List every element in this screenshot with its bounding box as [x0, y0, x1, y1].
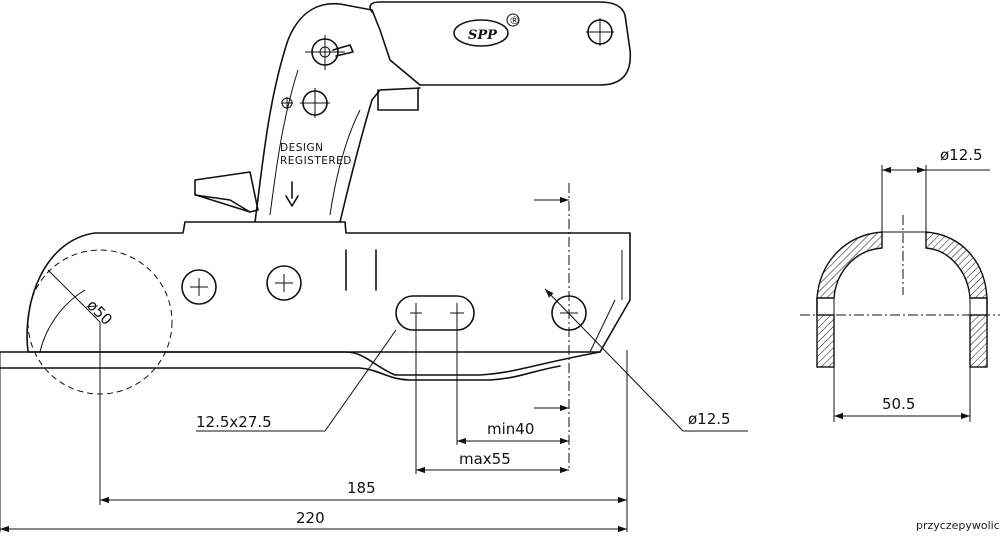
section-hole-dimension: ø12.5: [940, 146, 983, 164]
lever-holes: [281, 18, 614, 118]
down-arrow-icon: [285, 181, 299, 207]
svg-text:®: ®: [509, 14, 520, 27]
hole-dimension: ø12.5: [688, 410, 731, 428]
section-view: ø12.5 50.5: [800, 146, 1000, 422]
slot-dimension: 12.5x27.5: [196, 413, 272, 431]
body-holes: [181, 265, 587, 331]
max-dimension: max55: [459, 450, 511, 468]
dimension-lines: 12.5x27.5 ø12.5 min40 max55 185 220: [0, 196, 748, 533]
design-label: DESIGN: [280, 142, 323, 154]
lever-handle: [194, 1, 632, 223]
watermark: przyczepywolica: [916, 519, 1000, 532]
length-185: 185: [347, 479, 376, 497]
registered-label: REGISTERED: [280, 155, 352, 167]
svg-text:SPP: SPP: [468, 28, 498, 43]
min-dimension: min40: [487, 420, 534, 438]
length-220: 220: [296, 509, 325, 527]
brand-logo: SPP ®: [453, 13, 520, 47]
section-width-dimension: 50.5: [882, 395, 915, 413]
